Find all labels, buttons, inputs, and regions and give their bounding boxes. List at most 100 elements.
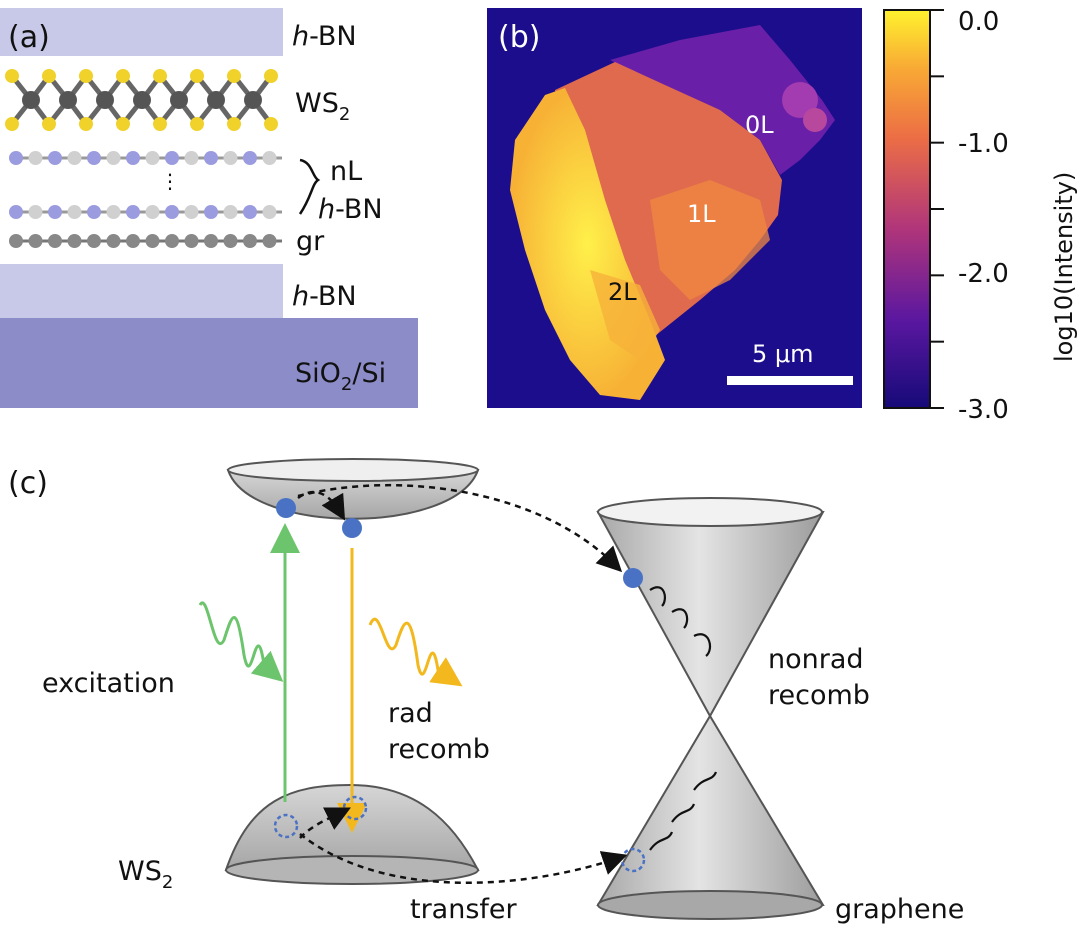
region-0l-label: 0L (745, 111, 774, 139)
lower-cone (596, 714, 825, 906)
tungsten-atom (133, 91, 151, 109)
graphene-label: graphene (835, 894, 964, 925)
boron-atom (145, 205, 160, 219)
boron-atom (106, 151, 121, 165)
ws2-label-c: WS2 (118, 856, 173, 893)
lower-cone-relaxation (649, 771, 718, 851)
colorbar-tick-3: -3.0 (958, 395, 1009, 425)
hole-relaxed (342, 795, 368, 821)
nitrogen-atom (87, 151, 101, 165)
lower-cone-rim (597, 890, 823, 920)
boron-atom (223, 151, 238, 165)
electron-relaxed (342, 518, 362, 538)
boron-atom (262, 205, 277, 219)
boron-atom (262, 151, 277, 165)
hole-excited (273, 813, 299, 839)
colorbar (883, 9, 931, 409)
rad-label-2: recomb (388, 734, 490, 765)
hole-transfer-arrow (299, 833, 628, 884)
sulfur-atom (227, 117, 241, 131)
nitrogen-atom (243, 205, 257, 219)
region-2l-edge (590, 270, 660, 360)
upper-cone-relaxation (649, 586, 712, 657)
nl-label: nL (330, 156, 362, 187)
pl-intensity-map (487, 8, 862, 408)
substrate-label: SiO2/Si (295, 358, 386, 395)
nl-brace (298, 158, 321, 215)
nonrad-label-1: nonrad (768, 644, 864, 675)
region-0l-area (610, 25, 835, 175)
gr-label: gr (296, 226, 325, 257)
nitrogen-atom (126, 151, 140, 165)
hbn-layers (9, 151, 282, 219)
region-1l-bright (650, 180, 770, 300)
carbon-atom (262, 234, 277, 248)
emission-photon-wave (368, 617, 463, 687)
carbon-atom (28, 234, 43, 248)
boron-atom (67, 151, 82, 165)
sulfur-atom (5, 69, 19, 83)
nitrogen-atom (9, 205, 23, 219)
colorbar-label: log10(Intensity) (1050, 172, 1078, 362)
carbon-atom (48, 234, 62, 248)
colorbar-tick-1: -1.0 (958, 129, 1009, 159)
electron-excited (276, 498, 296, 518)
boron-atom (184, 205, 199, 219)
boron-atom (28, 151, 43, 165)
scalebar (727, 376, 853, 385)
nitrogen-atom (204, 151, 218, 165)
sulfur-atom (227, 69, 241, 83)
tungsten-atom (96, 91, 114, 109)
hole-transferred (620, 847, 646, 873)
top-hbn-label: h-BN (292, 21, 357, 52)
region-0l-spot-2 (803, 108, 827, 132)
nonrad-label-2: recomb (768, 680, 870, 711)
panel-a-tag: (a) (8, 20, 50, 55)
nitrogen-atom (165, 205, 179, 219)
top-hbn-slab (0, 8, 283, 56)
excitation-label: excitation (42, 668, 175, 699)
boron-atom (106, 205, 121, 219)
carbon-atom (223, 234, 238, 248)
electron-transferred (623, 568, 643, 588)
sulfur-atom (42, 69, 56, 83)
sulfur-atom (79, 69, 93, 83)
rad-label-1: rad (388, 698, 433, 729)
graphene-dirac-cone (596, 497, 825, 920)
carbon-atom (243, 234, 257, 248)
transfer-label: transfer (410, 894, 518, 925)
boron-atom (145, 151, 160, 165)
boron-atom (67, 205, 82, 219)
substrate-slab (0, 318, 418, 408)
sulfur-atom (116, 69, 130, 83)
excitation-photon-wave (198, 601, 284, 682)
sulfur-atom (264, 117, 278, 131)
layer-ellipsis: ⋮ (160, 169, 180, 193)
region-0l-spot (782, 82, 818, 118)
panel-c-tag: (c) (8, 466, 48, 501)
tungsten-atom (59, 91, 77, 109)
scalebar-label: 5 μm (752, 340, 814, 368)
region-1l-label: 1L (687, 200, 716, 228)
carbon-atom (204, 234, 218, 248)
nitrogen-atom (204, 205, 218, 219)
nitrogen-atom (165, 151, 179, 165)
colorbar-tick-0: 0.0 (958, 7, 999, 37)
bottom-hbn-slab (0, 264, 283, 318)
sulfur-atom (79, 117, 93, 131)
tungsten-atom (207, 91, 225, 109)
panel-b: (b) 0L 1L 2L 5 μm 0.0 -1.0 -2.0 -3.0 log… (487, 7, 1078, 425)
region-2l-label: 2L (608, 278, 637, 306)
panel-a: (a) h-BN WS2 ⋮ nL h-BN gr h-BN SiO2/Si (0, 8, 418, 408)
upper-cone-rim (597, 497, 823, 527)
nitrogen-atom (48, 151, 62, 165)
carbon-atom (9, 234, 23, 248)
panel-c: (c) excitation rad recomb (8, 458, 964, 925)
tungsten-atom (22, 91, 40, 109)
sulfur-atom (5, 117, 19, 131)
sulfur-atom (190, 69, 204, 83)
carbon-atom (87, 234, 101, 248)
tungsten-atom (244, 91, 262, 109)
boron-atom (184, 151, 199, 165)
